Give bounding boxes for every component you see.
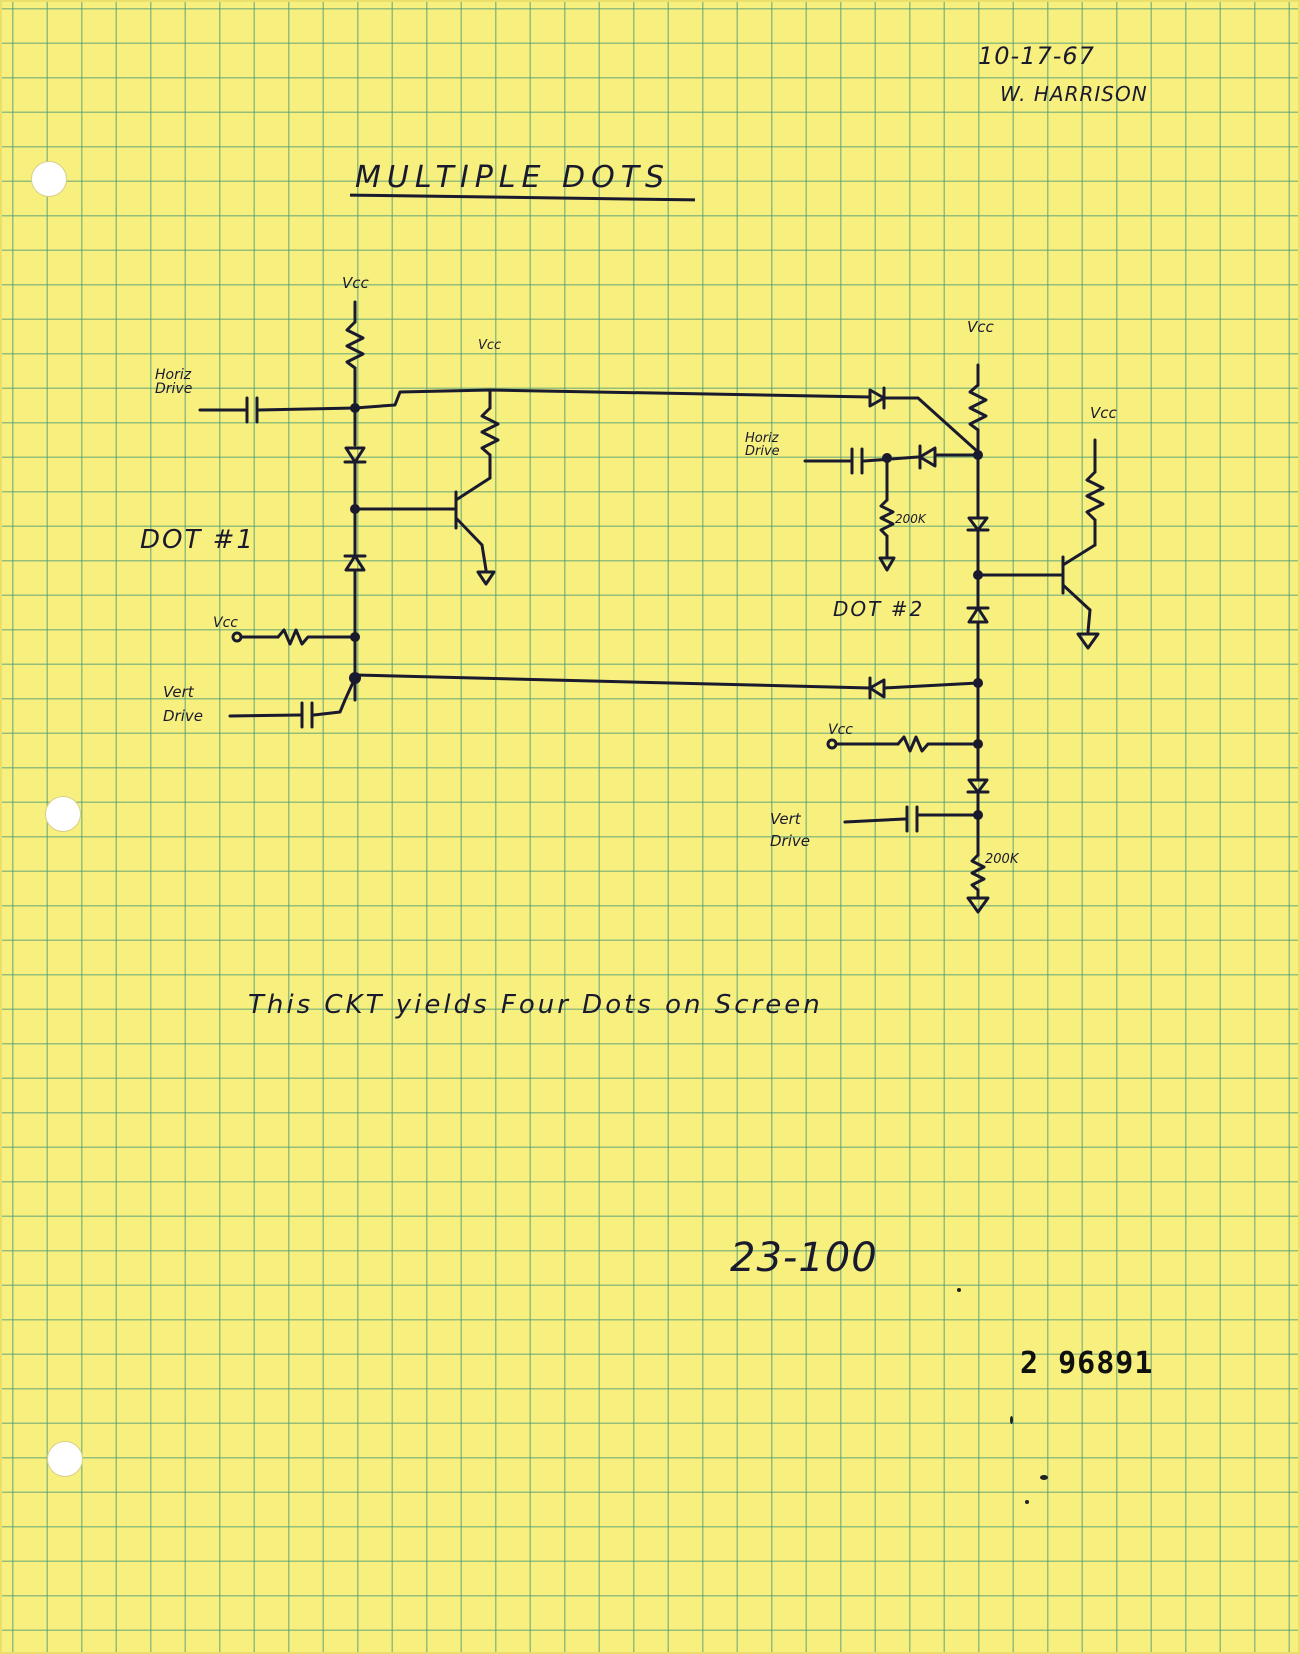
wire: [843, 817, 907, 824]
vert-drive-label: Vert Drive: [770, 810, 810, 850]
vcc-label: Vcc: [478, 338, 502, 353]
transistor-collector: [1061, 543, 1097, 567]
wire: [353, 673, 872, 690]
diode: [344, 446, 366, 464]
resistor-200k-label: 200K: [985, 852, 1019, 867]
ground-symbol: [1076, 632, 1100, 650]
junction-dot: [350, 504, 360, 514]
resistor: [276, 628, 357, 646]
transistor-emitter: [1061, 583, 1092, 612]
wire: [1086, 608, 1092, 634]
diode: [918, 446, 937, 468]
binder-hole-top: [31, 161, 67, 197]
author-name: W. HARRISON: [1000, 82, 1148, 106]
caption: This CKT yields Four Dots on Screen: [248, 990, 823, 1020]
junction-dot: [973, 570, 983, 580]
diode: [967, 778, 989, 794]
junction-dot: [973, 678, 983, 688]
resistor: [879, 498, 895, 538]
vcc-label: Vcc: [213, 615, 238, 631]
ink-speck: [1025, 1500, 1029, 1504]
wire: [882, 681, 980, 690]
page-title: MULTIPLE DOTS: [355, 160, 671, 195]
horiz-drive-label: Horiz Drive: [745, 431, 780, 459]
vcc-label: Vcc: [828, 722, 853, 738]
ink-speck: [1010, 1416, 1013, 1424]
vcc-label: Vcc: [1090, 404, 1117, 422]
diode: [967, 606, 989, 624]
binder-hole-bottom: [47, 1441, 83, 1477]
page-number: 23-100: [730, 1235, 878, 1281]
diode: [868, 388, 886, 408]
junction-dot: [350, 632, 360, 642]
wire: [257, 406, 357, 412]
wire: [353, 388, 872, 410]
vert-drive-label: Vert Drive: [163, 683, 203, 725]
dot-1-label: DOT #1: [140, 525, 255, 555]
resistor-200k-label: 200K: [895, 512, 926, 526]
junction-dot: [973, 739, 983, 749]
vcc-label: Vcc: [967, 318, 994, 336]
junction-dot: [973, 810, 983, 820]
binder-hole-middle: [45, 796, 81, 832]
transistor-emitter: [454, 516, 484, 547]
resistor: [896, 735, 980, 753]
dot-2-label: DOT #2: [833, 597, 925, 621]
diode: [344, 554, 366, 572]
wire: [228, 713, 302, 718]
ground-symbol: [476, 570, 496, 586]
diode: [967, 516, 989, 532]
resistor: [345, 320, 365, 370]
date-note: 10-17-67: [978, 42, 1095, 70]
resistor: [480, 406, 500, 457]
vcc-label: Vcc: [342, 274, 369, 292]
junction-dot: [350, 403, 360, 413]
wire: [480, 543, 488, 572]
ground-symbol: [966, 896, 990, 914]
resistor: [968, 383, 988, 432]
ink-speck: [1040, 1475, 1048, 1480]
resistor: [1085, 470, 1105, 522]
wire: [312, 676, 357, 717]
diode: [868, 678, 886, 699]
resistor: [970, 853, 986, 892]
horiz-drive-label: Horiz Drive: [155, 367, 193, 397]
junction-dot: [973, 450, 983, 460]
serial-number-stamp: 2 96891: [1020, 1346, 1154, 1381]
ground-symbol: [878, 556, 896, 572]
transistor-collector: [454, 476, 492, 502]
wire: [882, 396, 980, 454]
junction-dot: [882, 453, 892, 463]
junction-dot: [349, 672, 361, 684]
ink-speck: [957, 1288, 961, 1292]
